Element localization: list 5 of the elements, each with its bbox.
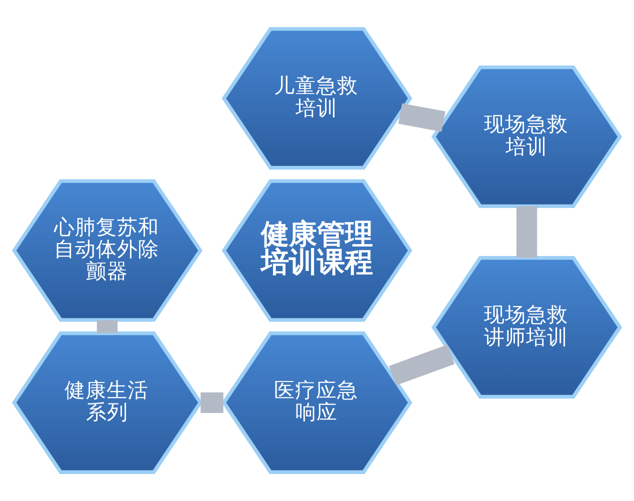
connector (96, 320, 118, 334)
connector (398, 103, 446, 132)
connector (200, 392, 224, 413)
connector (516, 206, 538, 258)
connector (389, 344, 455, 386)
